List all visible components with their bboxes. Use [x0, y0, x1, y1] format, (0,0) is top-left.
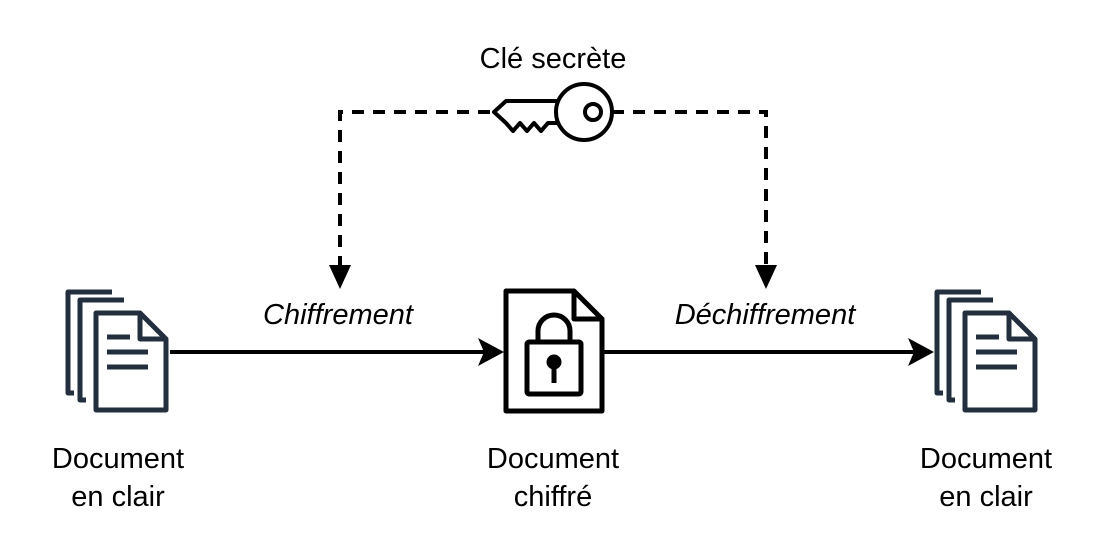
document-label-right-line1: Document	[919, 443, 1053, 475]
key-line-to-decrypt	[612, 110, 768, 268]
document-label-right-line2: en clair	[939, 481, 1033, 513]
document-label-center-line2: chiffré	[513, 481, 593, 513]
documents-stack-icon-right	[934, 289, 1038, 413]
document-label-left-line1: Document	[51, 443, 185, 475]
encrypt-arrowhead	[478, 338, 504, 366]
document-label-center: Document chiffré	[453, 440, 653, 516]
key-distribution-lines	[338, 110, 768, 268]
document-label-center-line1: Document	[486, 443, 620, 475]
document-label-right: Document en clair	[886, 440, 1086, 516]
key-arrowhead-encrypt	[329, 265, 351, 289]
key-label: Clé secrète	[479, 43, 627, 75]
documents-stack-icon-left	[65, 289, 169, 413]
decrypt-label: Déchiffrement	[674, 299, 856, 331]
key-arrowhead-decrypt	[755, 265, 777, 289]
document-label-left-line2: en clair	[71, 481, 165, 513]
document-label-left: Document en clair	[18, 440, 218, 516]
locked-document-icon	[503, 288, 605, 414]
key-icon	[492, 82, 614, 142]
key-line-to-encrypt	[338, 110, 490, 268]
decrypt-arrowhead	[908, 338, 934, 366]
encrypt-label: Chiffrement	[263, 299, 413, 331]
